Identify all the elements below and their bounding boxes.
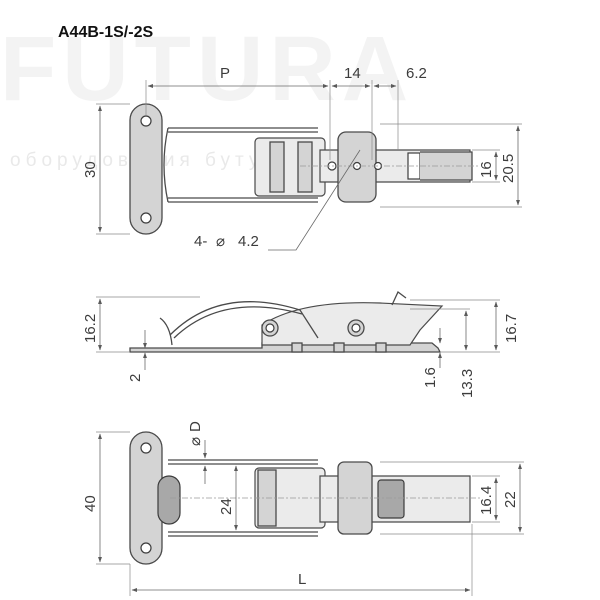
side-foot xyxy=(291,342,303,353)
dim-40: 40 xyxy=(82,495,99,512)
side-view-dimensions: 16.2 2 16.7 1.6 13.3 xyxy=(82,296,520,398)
holes-count: 4- xyxy=(194,233,207,250)
dim-30: 30 xyxy=(82,161,99,178)
bottom-view xyxy=(129,431,480,565)
dim-d-symbol: ⌀ xyxy=(187,437,204,446)
watermark-brand: FUTURA xyxy=(0,18,414,120)
side-foot xyxy=(333,342,345,353)
top-view-dimensions: P 14 6.2 30 16 20.5 4- ⌀ 4.2 xyxy=(82,65,522,251)
dim-14: 14 xyxy=(344,65,361,82)
top-lever xyxy=(254,137,326,197)
side-foot xyxy=(375,342,387,353)
dim-16-7: 16.7 xyxy=(503,314,520,343)
dim-16-4: 16.4 xyxy=(478,486,495,515)
dim-2: 2 xyxy=(127,374,144,382)
dim-24: 24 xyxy=(218,498,235,515)
dim-13-3: 13.3 xyxy=(459,369,476,398)
dim-l: L xyxy=(298,571,306,588)
bottom-mount-hole xyxy=(140,442,152,454)
dim-22: 22 xyxy=(502,491,519,508)
dim-p: P xyxy=(220,65,230,82)
top-hinge xyxy=(269,141,285,193)
top-mount-hole xyxy=(140,212,152,224)
dim-16-2: 16.2 xyxy=(82,314,99,343)
dim-1-6: 1.6 xyxy=(422,367,439,388)
top-view xyxy=(129,103,480,235)
side-catch-tip xyxy=(391,290,407,306)
dim-20-5: 20.5 xyxy=(500,154,517,183)
side-hook xyxy=(159,317,173,346)
dim-16: 16 xyxy=(478,161,495,178)
holes-diameter: 4.2 xyxy=(238,233,259,250)
dim-d: D xyxy=(187,421,204,432)
side-pivot-hole xyxy=(265,323,275,333)
leader-holes xyxy=(268,149,361,251)
side-wire-arc xyxy=(169,301,319,339)
side-pivot-hole xyxy=(351,323,361,333)
top-wire-bend xyxy=(163,127,169,203)
side-wire-arc-inner xyxy=(173,306,303,339)
diameter-symbol: ⌀ xyxy=(216,233,225,250)
drawing-title: A44B-1S/-2S xyxy=(58,24,153,41)
bottom-catch-slot xyxy=(377,479,405,519)
top-hinge xyxy=(297,141,313,193)
bottom-hook-end xyxy=(157,475,181,525)
bottom-mount-hole xyxy=(140,542,152,554)
dim-6-2: 6.2 xyxy=(406,65,427,82)
top-mount-hole xyxy=(140,115,152,127)
bottom-wire-loop xyxy=(168,459,318,537)
top-wire-loop xyxy=(168,127,318,203)
side-view xyxy=(129,290,444,353)
bottom-view-dimensions: 40 ⌀ D 24 16.4 22 L xyxy=(82,421,524,596)
